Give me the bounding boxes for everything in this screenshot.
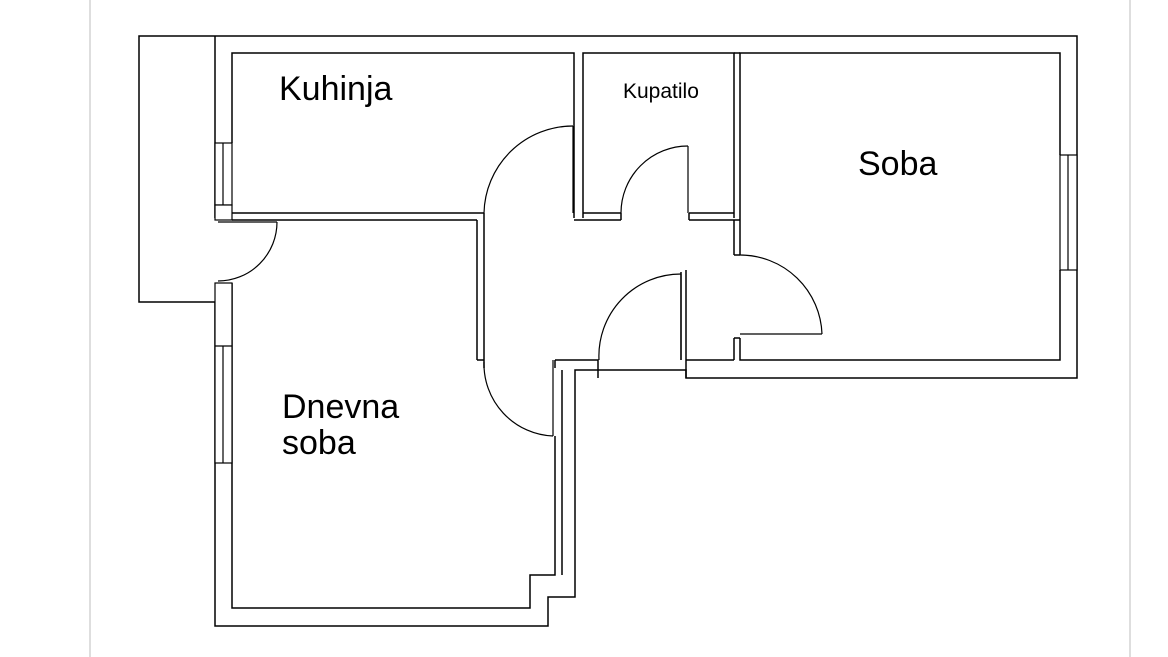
living-door-arc bbox=[483, 361, 554, 437]
living-room-label-line2: soba bbox=[282, 424, 356, 462]
kitchen-door-arc bbox=[483, 125, 574, 214]
living-room-label-line1: Dnevna bbox=[282, 388, 399, 426]
outer-wall-outer bbox=[214, 35, 1078, 627]
entry-door-frame-top bbox=[214, 204, 233, 221]
balcony-outline bbox=[138, 35, 215, 303]
bedroom-door-arc bbox=[739, 254, 823, 335]
lower-door-arc bbox=[598, 273, 682, 361]
bedroom-lower-wall bbox=[739, 270, 1061, 361]
bathroom-door-arc bbox=[620, 145, 689, 214]
living-room-wall bbox=[231, 283, 556, 609]
living-room-entry-wall bbox=[555, 359, 599, 378]
bathroom-wall bbox=[582, 52, 735, 218]
kitchen-label: Kuhinja bbox=[279, 70, 393, 108]
bedroom-wall bbox=[739, 52, 1061, 255]
kitchen-wall bbox=[231, 52, 575, 218]
bedroom-label: Soba bbox=[858, 145, 937, 183]
bathroom-label: Kupatilo bbox=[623, 80, 699, 103]
entry-door-arc bbox=[217, 221, 278, 282]
